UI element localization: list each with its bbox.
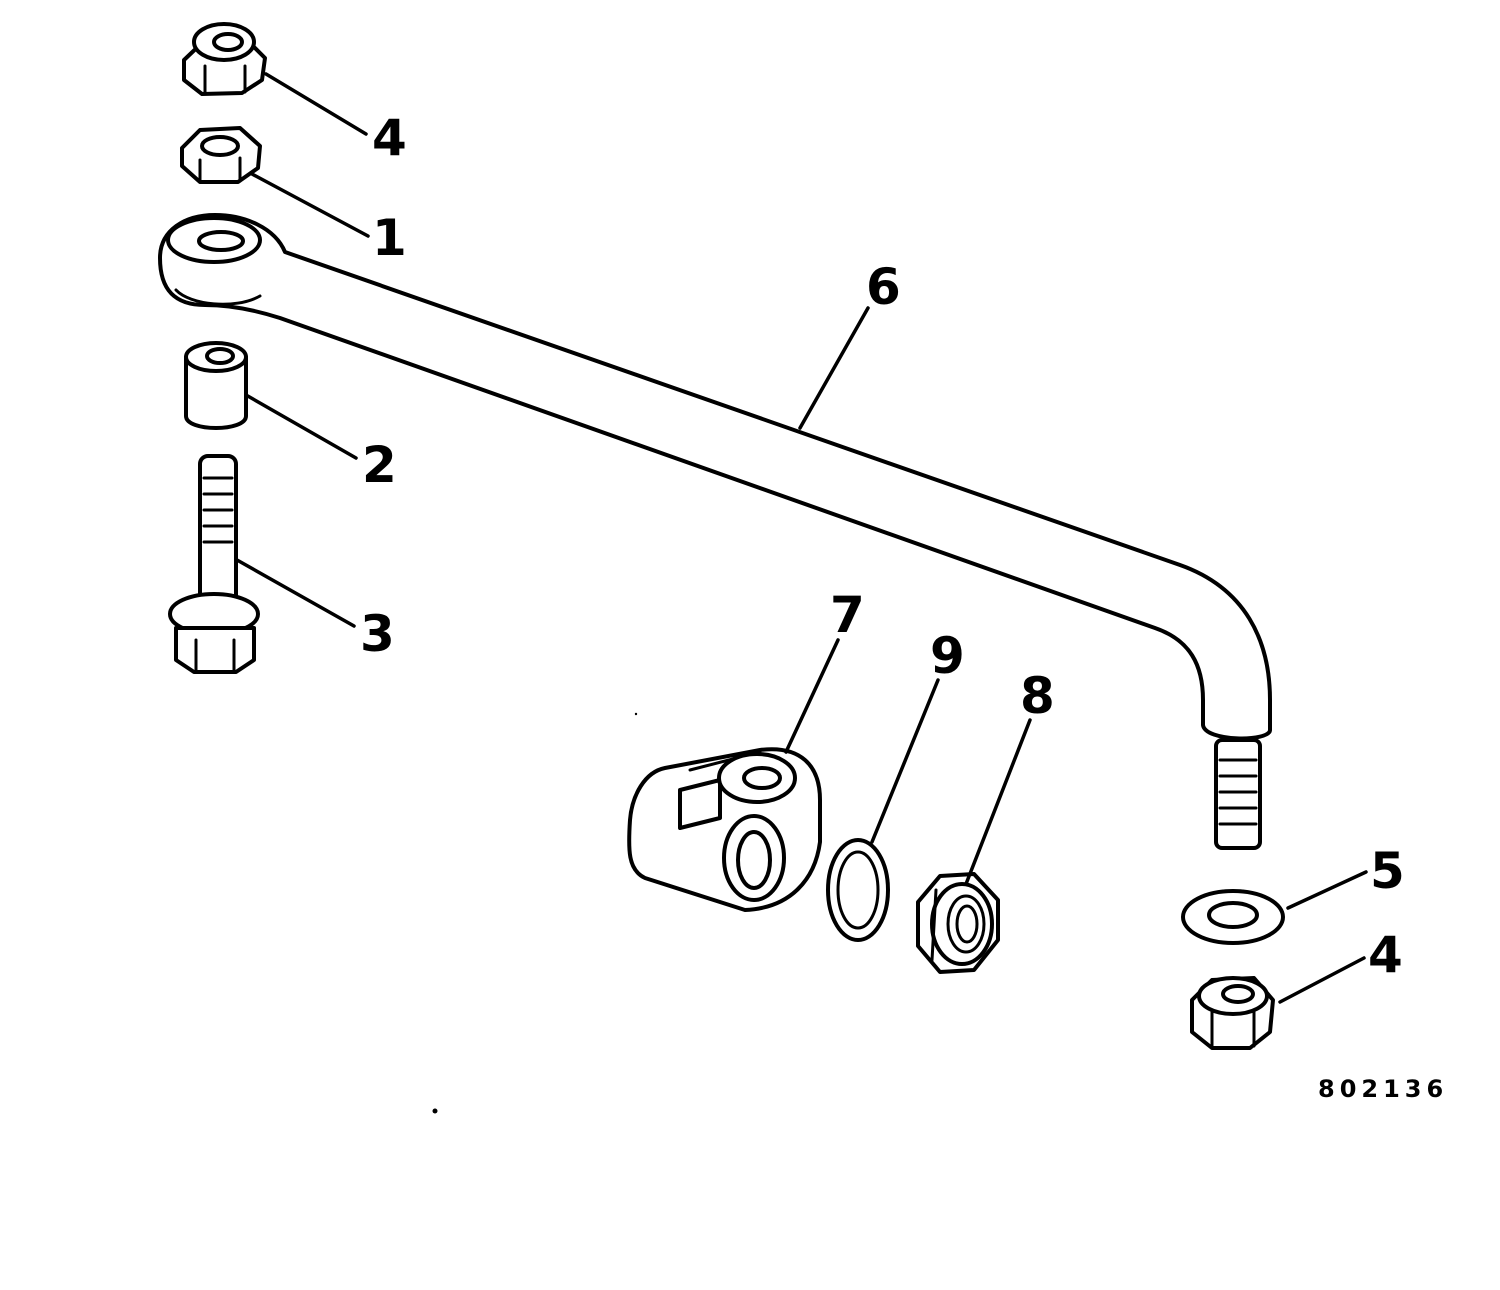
leader-hex-nut — [250, 172, 370, 238]
callout-nut-top: 4 — [372, 109, 407, 167]
leader-link — [798, 306, 870, 430]
callout-washer-flat: 5 — [1370, 842, 1405, 900]
scan-speck — [634, 712, 638, 716]
reference-number: 802136 — [1318, 1075, 1448, 1103]
lock-nut-top-part — [182, 22, 267, 96]
leader-washer-small — [870, 678, 940, 844]
leader-bolt — [235, 558, 356, 628]
leader-lock-nut — [964, 718, 1032, 886]
scan-speck — [432, 1108, 438, 1114]
callout-washer-small: 9 — [930, 627, 965, 685]
leader-nut-bottom — [1278, 956, 1366, 1004]
callout-nut-bottom: 4 — [1368, 926, 1403, 984]
spacer-part — [184, 341, 248, 430]
link-rod-part — [158, 213, 1272, 850]
hex-nut-part — [180, 126, 262, 184]
leader-spacer — [244, 393, 358, 460]
leader-nut-top — [264, 72, 368, 136]
bolt-part — [168, 454, 260, 674]
leader-lines — [235, 72, 1368, 1004]
flat-washer-part — [1181, 889, 1285, 945]
callout-link: 6 — [866, 258, 901, 316]
callout-bolt: 3 — [360, 605, 395, 663]
leader-connector — [784, 638, 840, 754]
lock-nut-bottom-part — [1190, 976, 1275, 1050]
callout-hex-nut: 1 — [372, 209, 407, 267]
lock-nut-side-part — [916, 872, 1000, 974]
callout-spacer: 2 — [362, 436, 397, 494]
small-washer-part — [826, 838, 890, 942]
callout-connector: 7 — [830, 586, 865, 644]
connector-part — [627, 747, 822, 912]
leader-washer-flat — [1286, 870, 1368, 910]
callout-lock-nut: 8 — [1020, 667, 1055, 725]
